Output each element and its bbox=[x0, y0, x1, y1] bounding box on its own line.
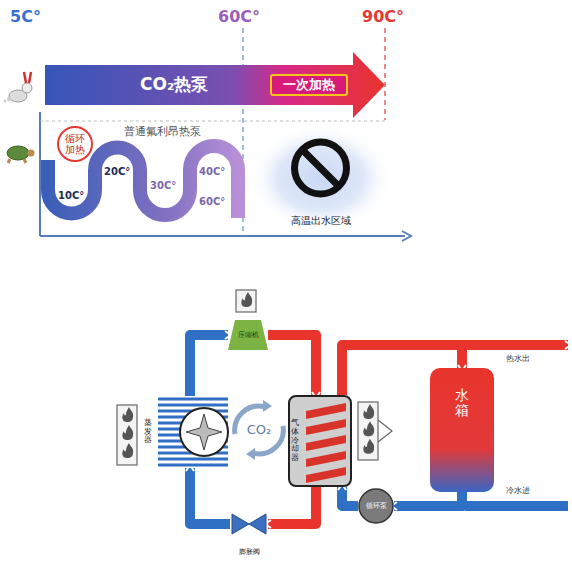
cold-water-pipe bbox=[462, 501, 568, 511]
label: 冷水进 bbox=[506, 486, 530, 495]
pipe bbox=[190, 335, 228, 396]
pipe bbox=[268, 487, 316, 524]
flame bbox=[363, 439, 374, 454]
pipe bbox=[394, 492, 462, 506]
hot-water-pipe bbox=[457, 340, 568, 350]
pipe bbox=[268, 335, 316, 395]
gas-cooler: 气体冷却器 bbox=[288, 395, 352, 487]
node-text: 膨胀阀 bbox=[239, 548, 260, 556]
flame bbox=[363, 404, 374, 419]
water-tank: 水箱 bbox=[430, 368, 494, 492]
label: 60C° bbox=[218, 8, 260, 26]
node-text: 循环加热 bbox=[65, 133, 86, 156]
expansion-valve: 膨胀阀 bbox=[230, 512, 268, 556]
rabbit-icon bbox=[4, 72, 33, 103]
high-temp-region: 高温出水区域 bbox=[248, 124, 393, 232]
node-text: 压缩机 bbox=[238, 331, 259, 339]
pipe bbox=[190, 468, 230, 524]
water-tank-outline bbox=[430, 368, 494, 492]
label: 40C° bbox=[199, 166, 225, 178]
divider bbox=[40, 121, 385, 122]
one-pass-heating-box: 一次加热 bbox=[270, 74, 348, 96]
refrigerant-circle: CO₂ bbox=[236, 412, 282, 448]
divider bbox=[384, 28, 385, 120]
node-text: 一次加热 bbox=[283, 78, 335, 93]
heat-icon bbox=[236, 290, 256, 312]
heat-pump-bar: CO₂热泵 一次加热 bbox=[45, 52, 385, 118]
axis-arrow bbox=[402, 231, 411, 241]
node-text: 气体冷却器 bbox=[291, 419, 299, 463]
pipe bbox=[342, 487, 358, 506]
label: 60C° bbox=[199, 196, 225, 208]
turtle-icon bbox=[7, 146, 35, 163]
node-text: CO₂热泵 bbox=[140, 75, 208, 95]
label: 20C° bbox=[104, 166, 130, 178]
flame bbox=[241, 292, 252, 307]
compressor: 压缩机 bbox=[228, 320, 268, 350]
node-text: CO₂ bbox=[247, 423, 272, 438]
heat-icon bbox=[358, 402, 392, 460]
evaporator: 蒸发器 bbox=[142, 396, 234, 468]
node-text: 水箱 bbox=[455, 388, 469, 419]
circulation-pump: 循环泵 bbox=[358, 488, 394, 524]
node-text: 蒸发器 bbox=[144, 419, 152, 445]
label: 普通氟利昂热泵 bbox=[124, 126, 201, 139]
axis bbox=[40, 235, 405, 237]
axis bbox=[39, 112, 41, 236]
heat-icon bbox=[117, 405, 137, 465]
label: 90C° bbox=[362, 8, 404, 26]
label: 10C° bbox=[58, 190, 84, 202]
node-text: 高温出水区域 bbox=[291, 215, 351, 227]
cycle-heating-circle: 循环加热 bbox=[57, 126, 93, 162]
label: 5C° bbox=[10, 8, 41, 26]
flame bbox=[363, 421, 374, 436]
label: 热水出 bbox=[506, 354, 530, 363]
flame bbox=[122, 443, 133, 458]
label: 30C° bbox=[150, 180, 176, 192]
flame bbox=[122, 425, 133, 440]
flame bbox=[122, 407, 133, 422]
node-text: 循环泵 bbox=[366, 502, 387, 510]
evaporator-outline bbox=[142, 396, 234, 468]
